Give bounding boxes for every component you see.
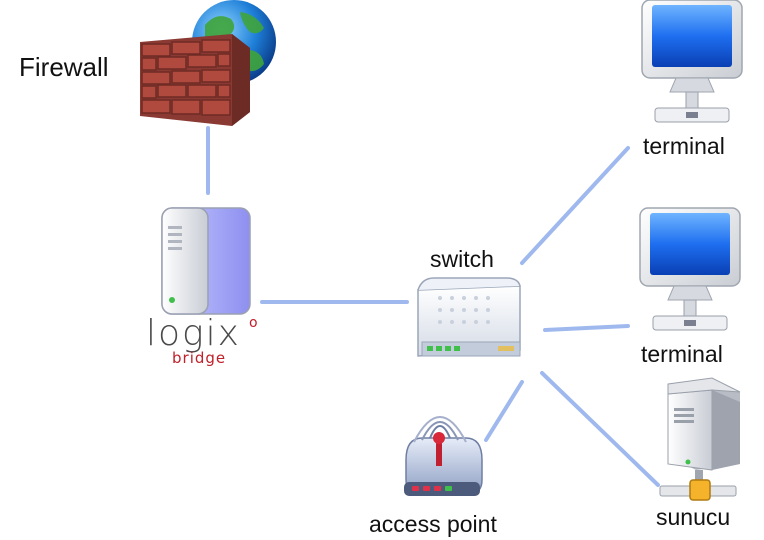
firewall-label: Firewall [19, 52, 109, 82]
bridge-sublabel: bridge [172, 349, 227, 367]
bridge-brand-mark: o [249, 315, 258, 331]
bridge-brand-label: logix [146, 313, 241, 354]
links [206, 126, 660, 487]
server-tower-icon [161, 207, 251, 315]
wireless-router-icon [404, 416, 483, 496]
link-switch-terminal-2 [543, 324, 630, 332]
terminal-label-2: terminal [641, 341, 723, 367]
access-point-label: access point [369, 511, 497, 537]
firewall-globe-icon [140, 0, 276, 126]
link-switch-access-point [484, 380, 524, 442]
terminal-label-1: terminal [643, 133, 725, 159]
monitor-icon [639, 207, 741, 331]
switch-label: switch [430, 246, 494, 272]
network-switch-icon [417, 277, 521, 357]
monitor-icon [641, 0, 743, 123]
link-switch-terminal-1 [520, 146, 630, 265]
server-icon [659, 377, 741, 501]
link-switch-server [540, 371, 660, 487]
server-label: sunucu [656, 504, 731, 530]
